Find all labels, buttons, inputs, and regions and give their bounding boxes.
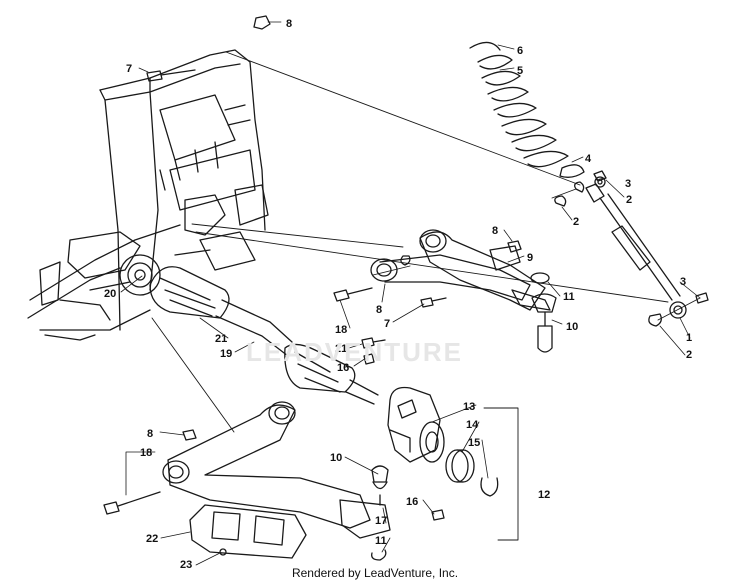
callout-21-mid: 21 (335, 343, 347, 355)
bolt-3-lower (695, 292, 709, 304)
clip-11-upper (530, 272, 550, 284)
callout-14: 14 (466, 419, 479, 431)
callout-7-upper: 7 (126, 63, 132, 75)
clip-11-lower (371, 549, 387, 561)
callout-16-mid: 16 (337, 362, 349, 374)
ball-joint-10-upper (531, 293, 557, 353)
callout-2-left: 2 (573, 216, 579, 228)
snap-ring-15 (480, 477, 499, 497)
callout-18-upper: 18 (335, 324, 347, 336)
callout-1: 1 (686, 332, 692, 344)
coil-spring (469, 41, 585, 178)
callout-5: 5 (517, 65, 523, 77)
steering-knuckle (387, 386, 445, 463)
bolt-7-lower (420, 297, 447, 308)
callout-3-lower: 3 (680, 276, 686, 288)
nut-8-small (400, 255, 411, 266)
drive-axle (149, 266, 379, 405)
bushing-2-upper (574, 181, 585, 193)
callout-3-upper: 3 (625, 178, 631, 190)
callout-10-lower: 10 (330, 452, 342, 464)
bracket-12 (483, 407, 519, 541)
callout-10-upper: 10 (566, 321, 578, 333)
callout-19: 19 (220, 348, 232, 360)
callout-8-mid: 8 (376, 304, 382, 316)
credit-text: Rendered by LeadVenture, Inc. (291, 566, 459, 580)
bearing-14 (445, 449, 475, 483)
callout-13: 13 (463, 401, 475, 413)
callout-labels: 8 7 6 5 4 3 2 2 8 9 11 10 3 1 2 8 7 18 2… (104, 18, 692, 571)
bushing-2-lower (648, 313, 662, 327)
bolt-3-upper (593, 170, 607, 182)
lower-a-arm (162, 401, 391, 539)
screw-23 (219, 548, 227, 556)
callout-12: 12 (538, 489, 550, 501)
callout-18-lower: 18 (140, 447, 152, 459)
callout-16-lower: 16 (406, 496, 418, 508)
callout-6: 6 (517, 45, 523, 57)
callout-11-upper: 11 (563, 291, 575, 303)
shock-absorber (585, 176, 687, 319)
frame-assembly (27, 49, 269, 341)
callout-21-left: 21 (215, 333, 227, 345)
callout-11-lower: 11 (375, 535, 387, 547)
nut-8-top (253, 15, 271, 30)
bolt-18-lower (103, 491, 161, 515)
callout-8-lower: 8 (147, 428, 153, 440)
bolt-18-upper (333, 287, 373, 302)
nut-16-lower (431, 509, 445, 521)
ball-joint-10-lower (371, 465, 389, 506)
callout-2-lower: 2 (686, 349, 692, 361)
callout-17: 17 (375, 515, 387, 527)
callout-20: 20 (104, 288, 116, 300)
nut-8-lower (182, 429, 197, 441)
skid-plate-22 (189, 504, 307, 559)
callout-9: 9 (527, 252, 533, 264)
callout-leaders (120, 21, 701, 566)
callout-15: 15 (468, 437, 480, 449)
callout-8-top: 8 (286, 18, 292, 30)
bolt-21-small (361, 337, 386, 349)
callout-23: 23 (180, 559, 192, 571)
nut-8-upper-arm (507, 240, 522, 253)
upper-a-arm (370, 229, 551, 311)
callout-4: 4 (585, 153, 592, 165)
bolt-7-upper (146, 69, 196, 82)
bolt-16-small (363, 353, 375, 365)
callout-22: 22 (146, 533, 158, 545)
bushing-2-left (554, 195, 567, 207)
watermark: LEADVENTURE (246, 337, 464, 367)
callout-2-upper: 2 (626, 194, 632, 206)
callout-7-lower: 7 (384, 318, 390, 330)
callout-8-upper-arm: 8 (492, 225, 498, 237)
